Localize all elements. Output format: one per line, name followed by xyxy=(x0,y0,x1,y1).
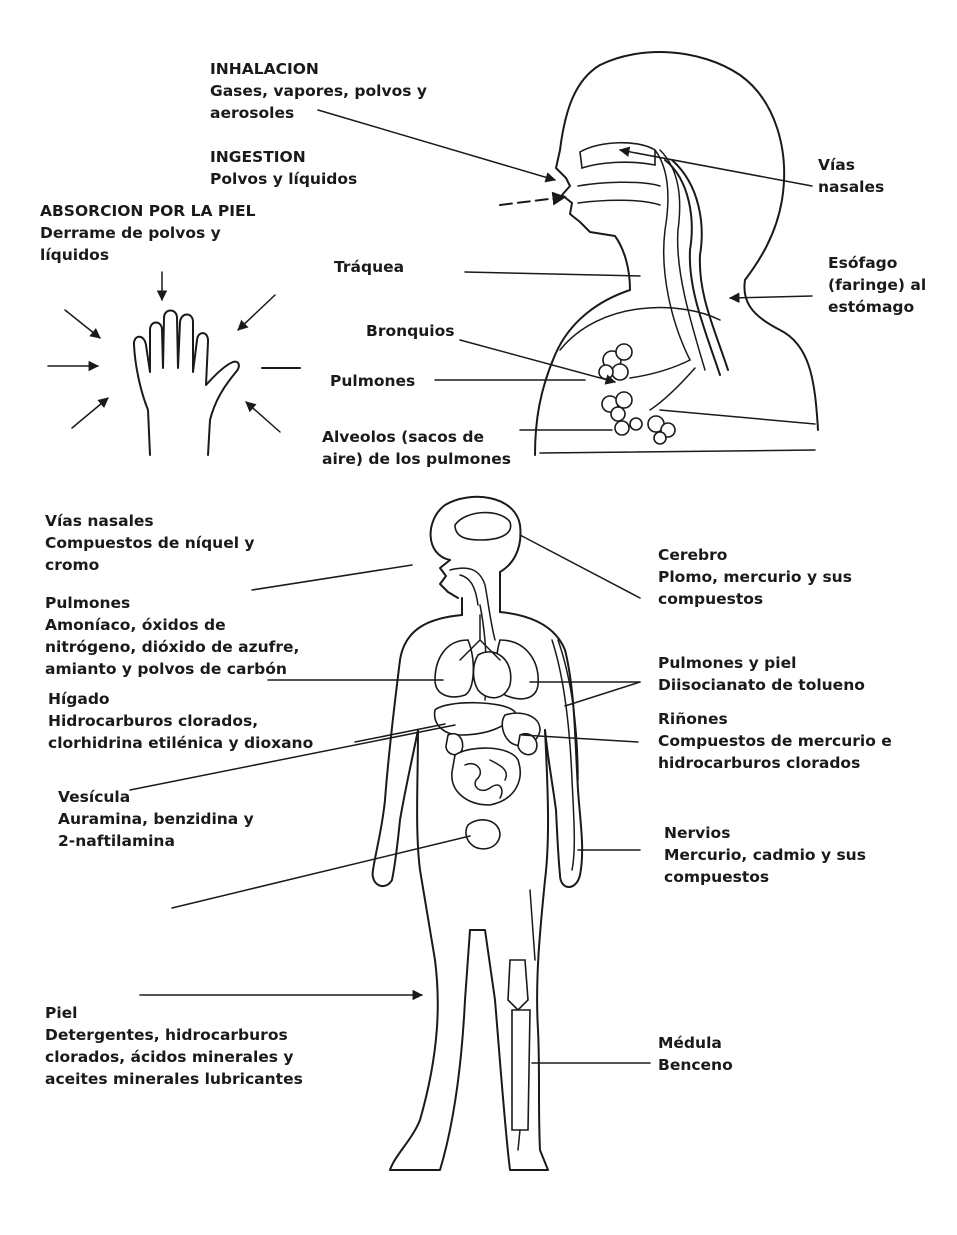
gallbladder-compounds-title: Vesícula xyxy=(58,786,254,808)
trachea-label: Tráquea xyxy=(334,256,404,278)
top-leader-lines xyxy=(318,110,815,453)
brain-compounds-title: Cerebro xyxy=(658,544,852,566)
gallbladder-compounds-label: Vesícula Auramina, benzidina y 2-naftila… xyxy=(58,786,254,852)
inhalation-line-1: Gases, vapores, polvos y xyxy=(210,80,427,102)
bronchi-text: Bronquios xyxy=(366,320,454,342)
trachea-text: Tráquea xyxy=(334,256,404,278)
lungs-skin-compounds-label: Pulmones y piel Diisocianato de tolueno xyxy=(658,652,865,696)
skin-absorption-line-1: Derrame de polvos y xyxy=(40,222,256,244)
marrow-compounds-line-1: Benceno xyxy=(658,1054,733,1076)
marrow-compounds-label: Médula Benceno xyxy=(658,1032,733,1076)
bronchi-label: Bronquios xyxy=(366,320,454,342)
ingestion-arrow xyxy=(500,197,565,205)
esophagus-line-3: estómago xyxy=(828,296,926,318)
lungs-compounds-title: Pulmones xyxy=(45,592,299,614)
brain-compounds-line-2: compuestos xyxy=(658,588,852,610)
skin-compounds-line-1: Detergentes, hidrocarburos xyxy=(45,1024,303,1046)
alveoli-line-2: aire) de los pulmones xyxy=(322,448,511,470)
esophagus-line-1: Esófago xyxy=(828,252,926,274)
lungs-compounds-line-2: nitrógeno, dióxido de azufre, xyxy=(45,636,299,658)
nasal-compounds-label: Vías nasales Compuestos de níquel y crom… xyxy=(45,510,255,576)
ingestion-label: INGESTION Polvos y líquidos xyxy=(210,146,357,190)
skin-absorption-line-2: líquidos xyxy=(40,244,256,266)
skin-absorption-label: ABSORCION POR LA PIEL Derrame de polvos … xyxy=(40,200,256,266)
inhalation-line-2: aerosoles xyxy=(210,102,427,124)
nasal-compounds-line-2: cromo xyxy=(45,554,255,576)
liver-compounds-title: Hígado xyxy=(48,688,313,710)
nerves-compounds-line-1: Mercurio, cadmio y sus xyxy=(664,844,866,866)
inhalation-title: INHALACION xyxy=(210,58,427,80)
esophagus-label: Esófago (faringe) al estómago xyxy=(828,252,926,318)
nasal-passages-line-1: Vías xyxy=(818,154,884,176)
brain-compounds-label: Cerebro Plomo, mercurio y sus compuestos xyxy=(658,544,852,610)
nerves-compounds-title: Nervios xyxy=(664,822,866,844)
skin-compounds-line-2: clorados, ácidos minerales y xyxy=(45,1046,303,1068)
head-profile-illustration xyxy=(535,52,818,455)
lungs-skin-compounds-line-1: Diisocianato de tolueno xyxy=(658,674,865,696)
nerves-compounds-line-2: compuestos xyxy=(664,866,866,888)
nasal-passages-label: Vías nasales xyxy=(818,154,884,198)
lungs-compounds-label: Pulmones Amoníaco, óxidos de nitrógeno, … xyxy=(45,592,299,680)
liver-compounds-line-2: clorhidrina etilénica y dioxano xyxy=(48,732,313,754)
lungs-text: Pulmones xyxy=(330,370,415,392)
inhalation-label: INHALACION Gases, vapores, polvos y aero… xyxy=(210,58,427,124)
lungs-compounds-line-1: Amoníaco, óxidos de xyxy=(45,614,299,636)
body-outline-illustration xyxy=(373,497,583,1170)
skin-compounds-label: Piel Detergentes, hidrocarburos clorados… xyxy=(45,1002,303,1090)
skin-compounds-line-3: aceites minerales lubricantes xyxy=(45,1068,303,1090)
kidneys-compounds-line-2: hidrocarburos clorados xyxy=(658,752,892,774)
liver-compounds-label: Hígado Hidrocarburos clorados, clorhidri… xyxy=(48,688,313,754)
gallbladder-compounds-line-2: 2-naftilamina xyxy=(58,830,254,852)
brain-compounds-line-1: Plomo, mercurio y sus xyxy=(658,566,852,588)
kidneys-compounds-line-1: Compuestos de mercurio e xyxy=(658,730,892,752)
kidneys-compounds-label: Riñones Compuestos de mercurio e hidroca… xyxy=(658,708,892,774)
skin-compounds-title: Piel xyxy=(45,1002,303,1024)
gallbladder-compounds-line-1: Auramina, benzidina y xyxy=(58,808,254,830)
marrow-compounds-title: Médula xyxy=(658,1032,733,1054)
liver-compounds-line-1: Hidrocarburos clorados, xyxy=(48,710,313,732)
skin-absorption-title: ABSORCION POR LA PIEL xyxy=(40,200,256,222)
nerves-compounds-label: Nervios Mercurio, cadmio y sus compuesto… xyxy=(664,822,866,888)
alveoli-line-1: Alveolos (sacos de xyxy=(322,426,511,448)
lungs-compounds-line-3: amianto y polvos de carbón xyxy=(45,658,299,680)
nasal-compounds-title: Vías nasales xyxy=(45,510,255,532)
lungs-label: Pulmones xyxy=(330,370,415,392)
nasal-passages-line-2: nasales xyxy=(818,176,884,198)
hand-illustration xyxy=(134,311,239,456)
nasal-compounds-line-1: Compuestos de níquel y xyxy=(45,532,255,554)
alveoli-label: Alveolos (sacos de aire) de los pulmones xyxy=(322,426,511,470)
skin-absorption-arrows xyxy=(48,272,300,432)
lungs-skin-compounds-title: Pulmones y piel xyxy=(658,652,865,674)
kidneys-compounds-title: Riñones xyxy=(658,708,892,730)
ingestion-title: INGESTION xyxy=(210,146,357,168)
ingestion-line-1: Polvos y líquidos xyxy=(210,168,357,190)
esophagus-line-2: (faringe) al xyxy=(828,274,926,296)
